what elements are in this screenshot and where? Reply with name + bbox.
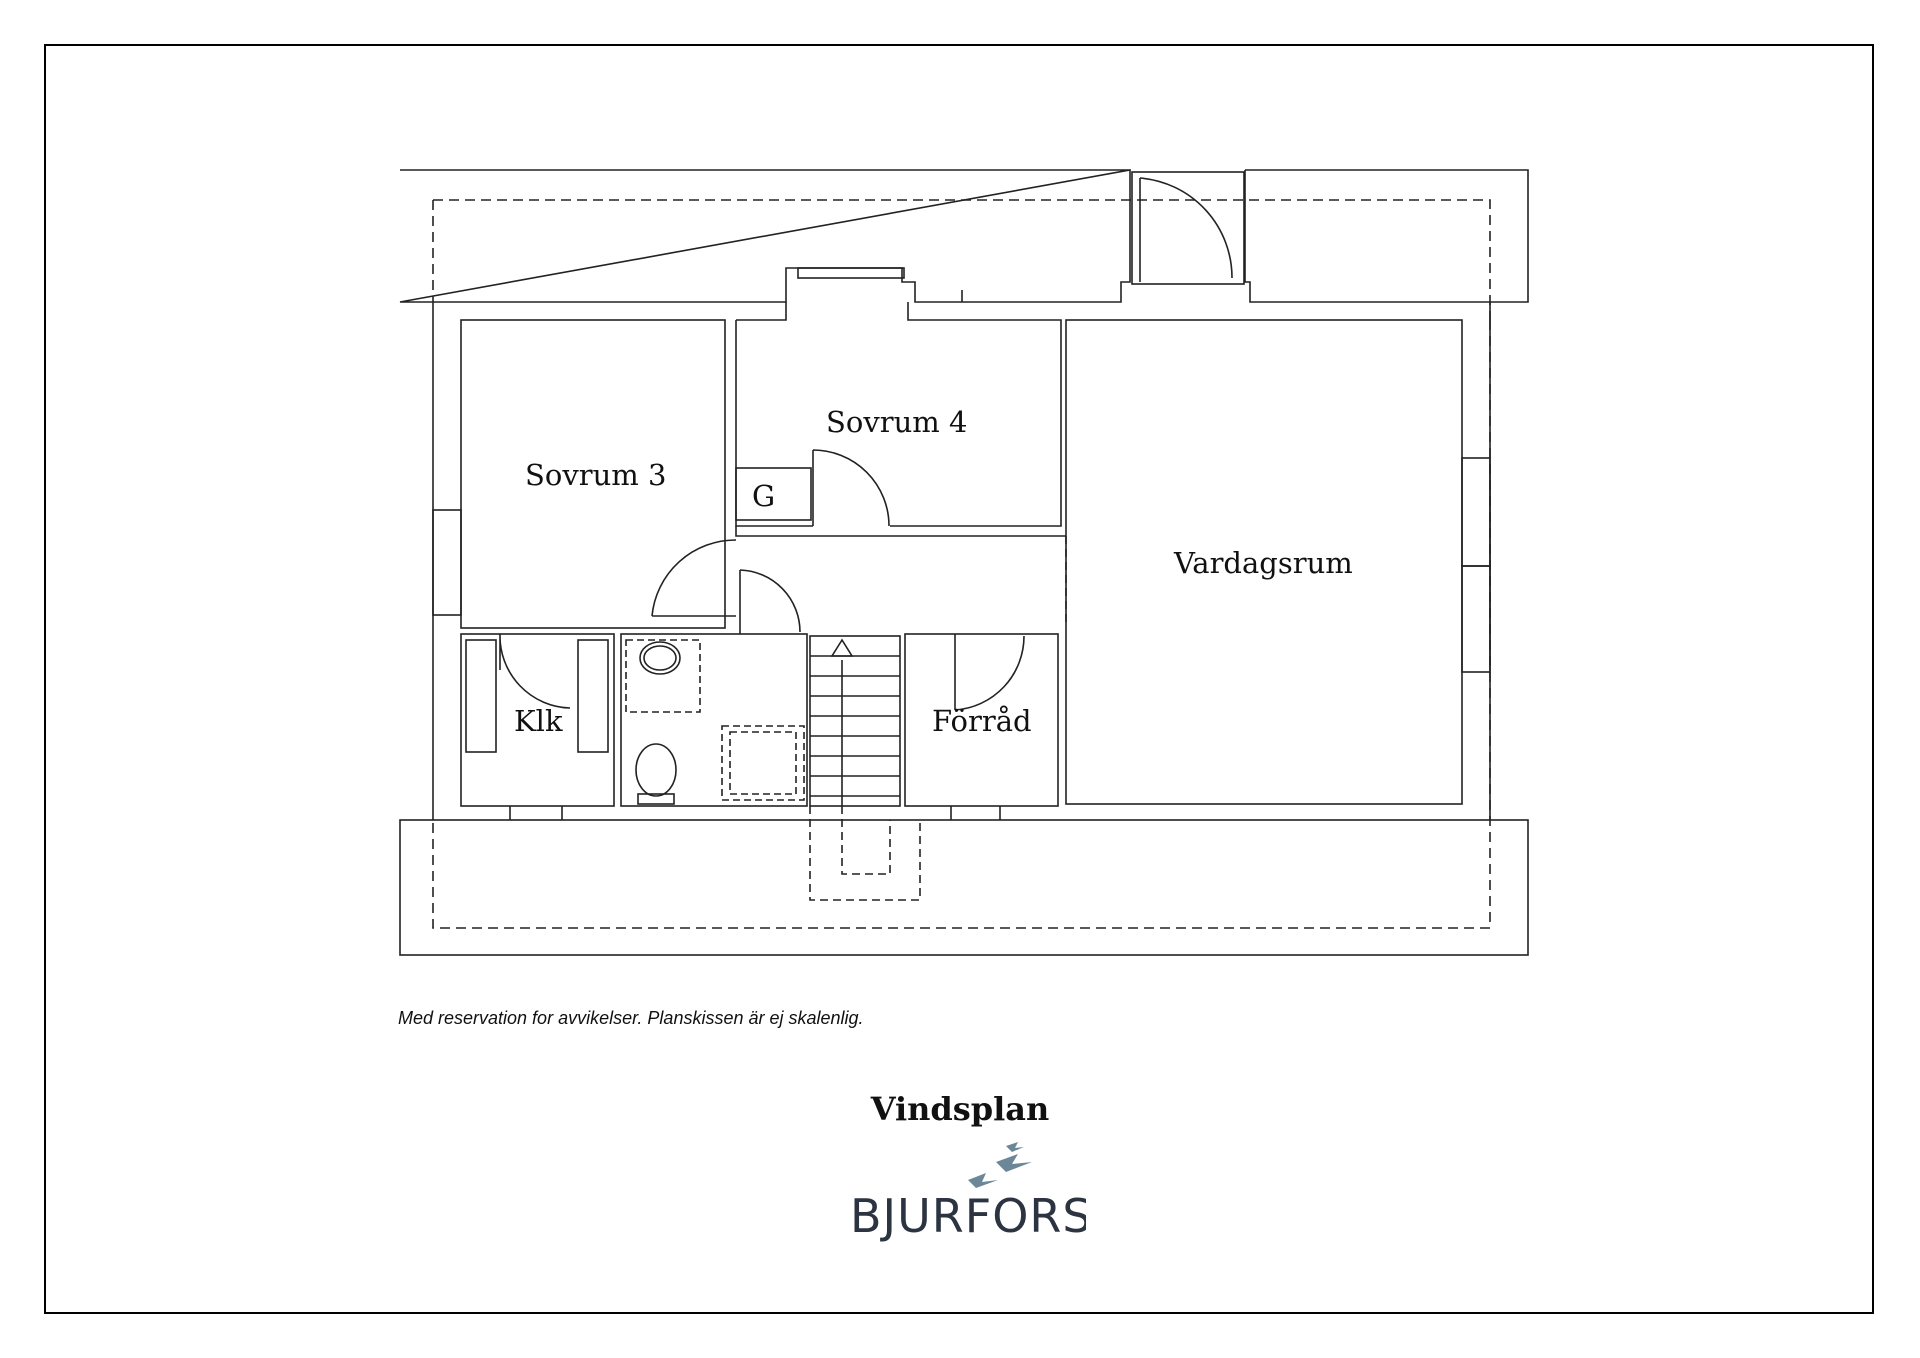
disclaimer: Med reservation for avvikelser. Planskis… — [398, 1008, 864, 1028]
room-bathroom — [620, 633, 808, 807]
window-right-2 — [1461, 565, 1491, 673]
sink-basin — [643, 645, 677, 671]
hall-wall — [735, 526, 1066, 537]
window-left — [432, 509, 462, 616]
klk-wardrobe-left — [465, 639, 497, 753]
logo-wordmark: BJURFORS — [850, 1189, 1086, 1243]
plan-title: Vindsplan — [870, 1090, 1050, 1128]
staircase — [809, 635, 921, 901]
bjurfors-logo: BJURFORS — [850, 1142, 1086, 1243]
label-g: G — [752, 479, 775, 513]
toilet-icon — [635, 743, 677, 797]
closet-g — [735, 467, 812, 521]
klk-wardrobe-right — [577, 639, 609, 753]
label-sovrum3: Sovrum 3 — [525, 458, 666, 492]
shower-tray — [729, 731, 797, 795]
birds-icon — [968, 1142, 1032, 1188]
page-frame — [44, 44, 1874, 1314]
shower-area — [721, 725, 805, 801]
door-klk — [499, 633, 571, 709]
roof-eave-top — [399, 169, 1529, 303]
label-vardagsrum: Vardagsrum — [1173, 546, 1353, 580]
window-right-1 — [1461, 457, 1491, 567]
sink-cabinet — [625, 639, 701, 713]
bath-door — [739, 569, 801, 634]
room-sovrum3 — [460, 319, 726, 629]
balcony-frame — [1131, 171, 1245, 285]
room-klk — [460, 633, 615, 807]
roof-eave-bottom — [399, 819, 1529, 956]
room-forrad — [904, 633, 1059, 807]
label-klk: Klk — [514, 704, 563, 738]
label-sovrum4: Sovrum 4 — [826, 405, 967, 439]
door-sovrum4 — [812, 449, 890, 527]
toilet-tank — [637, 793, 675, 805]
door-sovrum3 — [651, 539, 737, 617]
dormer-window-top — [797, 267, 905, 279]
balcony-door — [1139, 177, 1233, 282]
label-forrad: Förråd — [932, 704, 1032, 738]
sink-icon — [639, 641, 681, 675]
door-forrad — [954, 634, 1025, 711]
